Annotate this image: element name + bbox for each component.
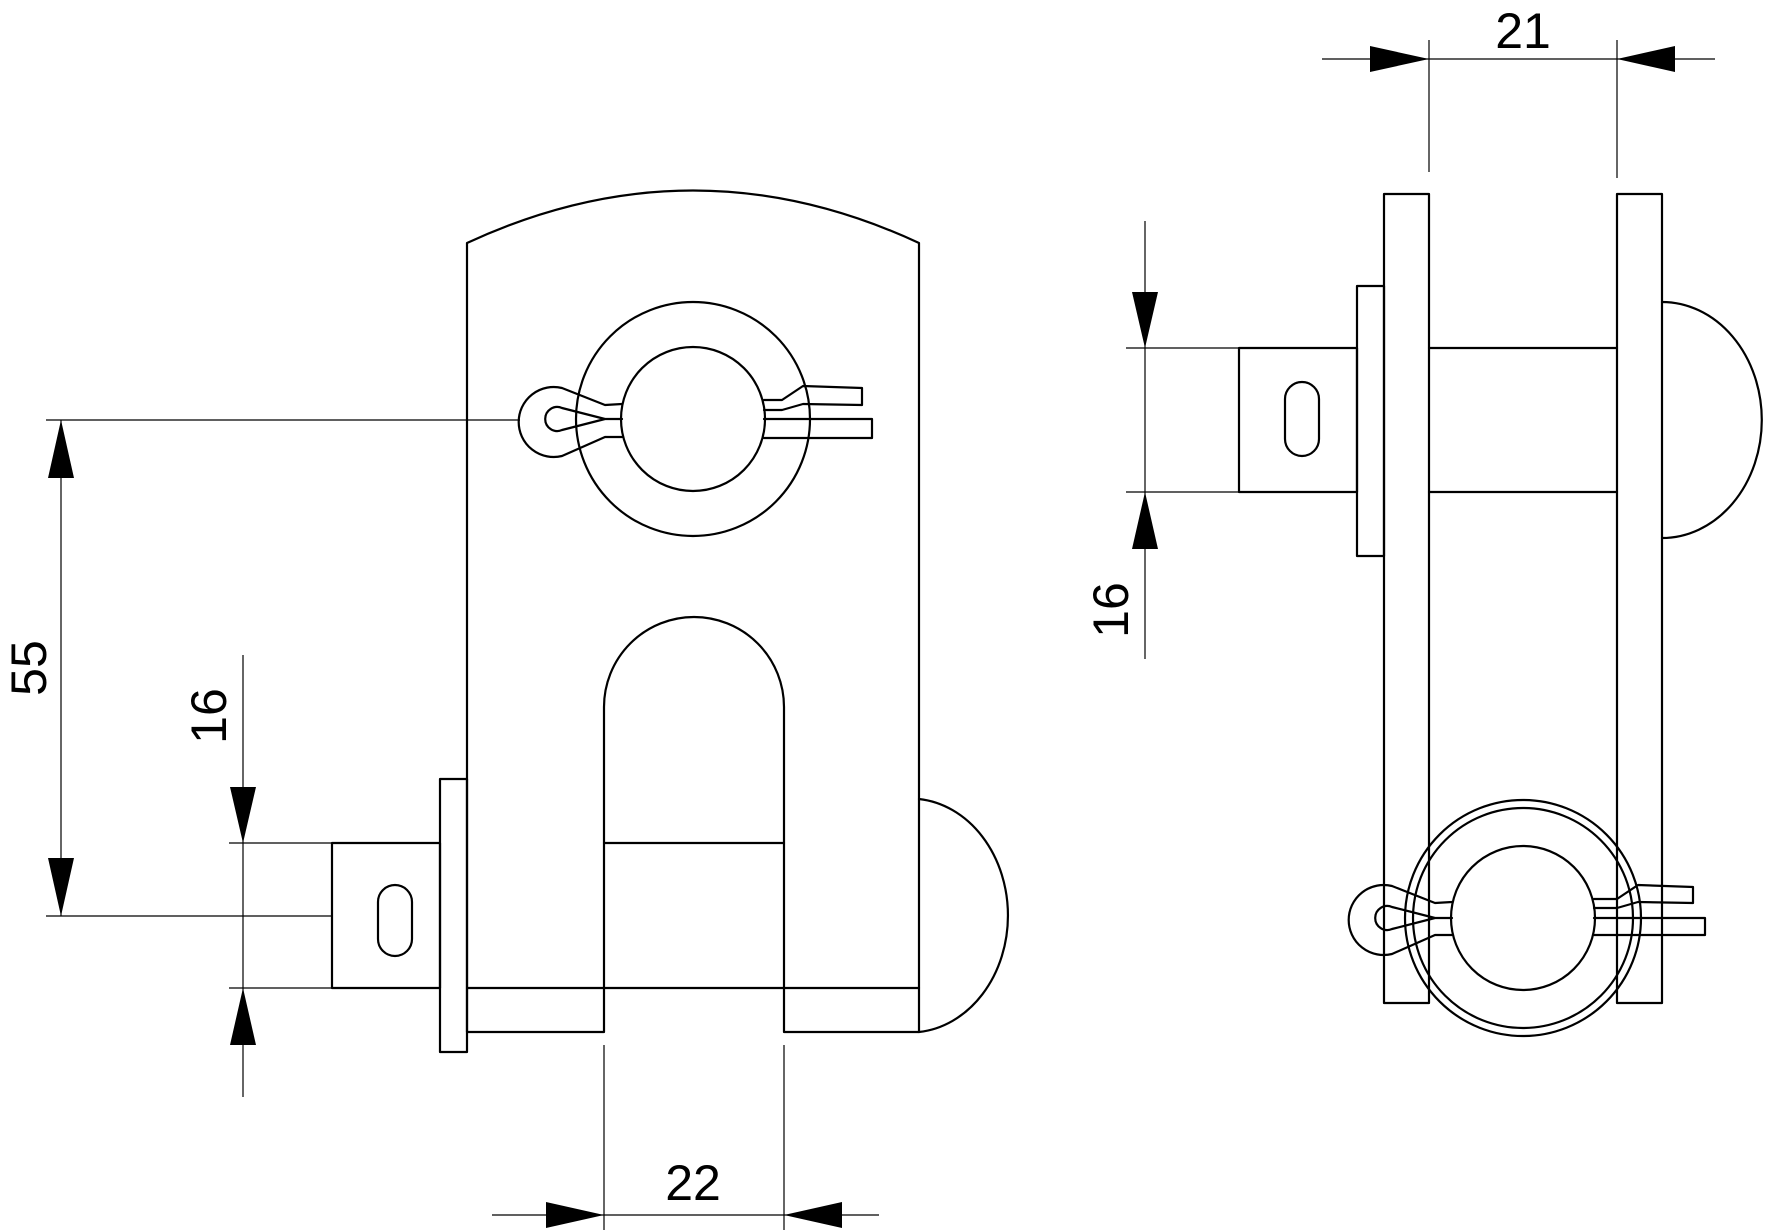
side-hair-clip [1347, 883, 1707, 957]
side-pin-label: 16 [1083, 582, 1139, 638]
side-dimensions: 21 16 [1083, 3, 1715, 659]
side-view [1237, 192, 1763, 1038]
side-right-plate [1615, 192, 1664, 1005]
front-pin-head [917, 797, 1009, 1034]
side-pin-end [1237, 346, 1359, 494]
front-pin-slot [376, 883, 414, 958]
front-dimensions: 55 16 22 [1, 419, 879, 1230]
front-slot-width-label: 22 [665, 1155, 721, 1211]
front-hair-clip [517, 384, 874, 459]
side-bottom-pin [1449, 844, 1597, 992]
front-pin-label: 16 [181, 688, 237, 744]
side-pin-slot [1283, 380, 1321, 458]
front-pin-end [330, 841, 442, 990]
side-washer [1355, 284, 1386, 558]
front-height-label: 55 [1, 640, 57, 696]
front-plate-outline [465, 189, 921, 1034]
side-pin-head [1660, 300, 1763, 540]
front-top-pin [619, 345, 767, 493]
side-width-label: 21 [1495, 3, 1551, 59]
front-view [330, 189, 1009, 1054]
side-left-plate [1382, 192, 1431, 1005]
front-washer [438, 777, 469, 1054]
